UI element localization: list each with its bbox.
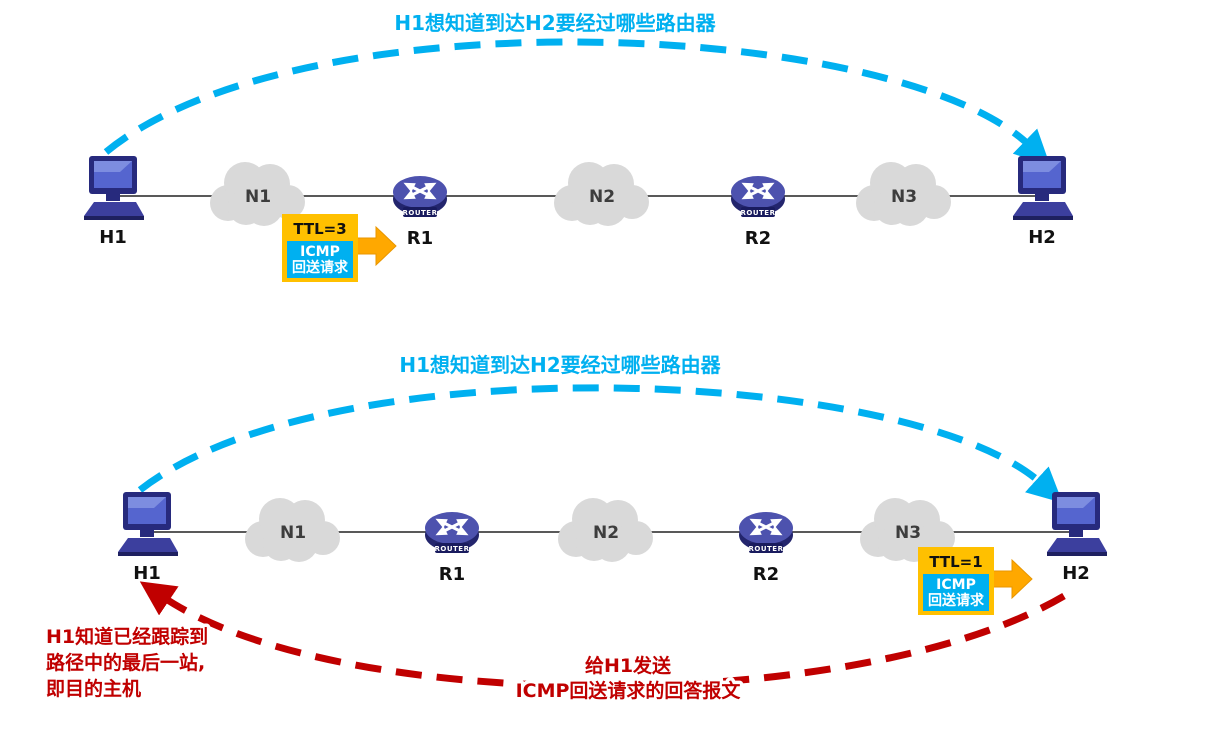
r1-label: R1 <box>439 564 465 585</box>
h2-host-icon <box>1013 156 1073 220</box>
packet-name-label: 回送请求 <box>292 259 349 276</box>
n2-label: N2 <box>589 187 615 207</box>
n2-label: N2 <box>593 523 619 543</box>
r2-label: R2 <box>753 564 779 585</box>
packet-direction-arrow <box>989 558 1033 600</box>
icmp-reply-arc <box>139 581 1066 690</box>
diagram-bottom: TTL=1 ICMP 回送请求 H1想知道到达H2要经过哪些路由器 H1 N1 … <box>43 350 1107 706</box>
packet-proto-label: ICMP <box>300 244 340 260</box>
h2-label: H2 <box>1028 227 1056 248</box>
r1-label: R1 <box>407 228 433 249</box>
diagram-top: TTL=3 ICMP 回送请求 H1想知道到达H2要经过哪些路由器 H1 N1 … <box>84 8 1073 282</box>
r2-badge-text: ROUTER <box>749 545 784 553</box>
icmp-box <box>923 574 989 611</box>
r2-badge-text: ROUTER <box>741 209 776 217</box>
reply-note-line1: 给H1发送 <box>585 654 672 677</box>
icmp-packet-top: TTL=3 ICMP 回送请求 <box>282 214 397 282</box>
ttl-value: TTL=1 <box>929 553 982 571</box>
trace-question-arc <box>103 38 1051 166</box>
h1-host-icon <box>84 156 144 220</box>
conclusion-line3: 即目的主机 <box>46 677 141 700</box>
packet-name-label: 回送请求 <box>928 592 985 609</box>
r1-badge-text: ROUTER <box>403 209 438 217</box>
h2-label: H2 <box>1062 563 1090 584</box>
h1-label: H1 <box>99 227 127 248</box>
h1-label: H1 <box>133 563 161 584</box>
n3-label: N3 <box>891 187 917 207</box>
diagram-title: H1想知道到达H2要经过哪些路由器 <box>394 11 716 35</box>
packet-direction-arrow <box>353 225 397 267</box>
icmp-box <box>287 241 353 278</box>
packet-proto-label: ICMP <box>936 577 976 593</box>
n1-label: N1 <box>245 187 271 207</box>
h1-host-icon <box>118 492 178 556</box>
ttl-value: TTL=3 <box>293 220 346 238</box>
r1-badge-text: ROUTER <box>435 545 470 553</box>
diagram-title: H1想知道到达H2要经过哪些路由器 <box>399 353 721 377</box>
r2-label: R2 <box>745 228 771 249</box>
icmp-packet-bottom: TTL=1 ICMP 回送请求 <box>918 547 1033 615</box>
h2-host-icon <box>1047 492 1107 556</box>
n1-label: N1 <box>280 523 306 543</box>
conclusion-line1: H1知道已经跟踪到 <box>46 625 208 648</box>
conclusion-line2: 路径中的最后一站, <box>46 651 205 674</box>
reply-note-line2: ICMP回送请求的回答报文 <box>516 679 742 702</box>
n3-label: N3 <box>895 523 921 543</box>
trace-question-arc <box>137 384 1063 503</box>
